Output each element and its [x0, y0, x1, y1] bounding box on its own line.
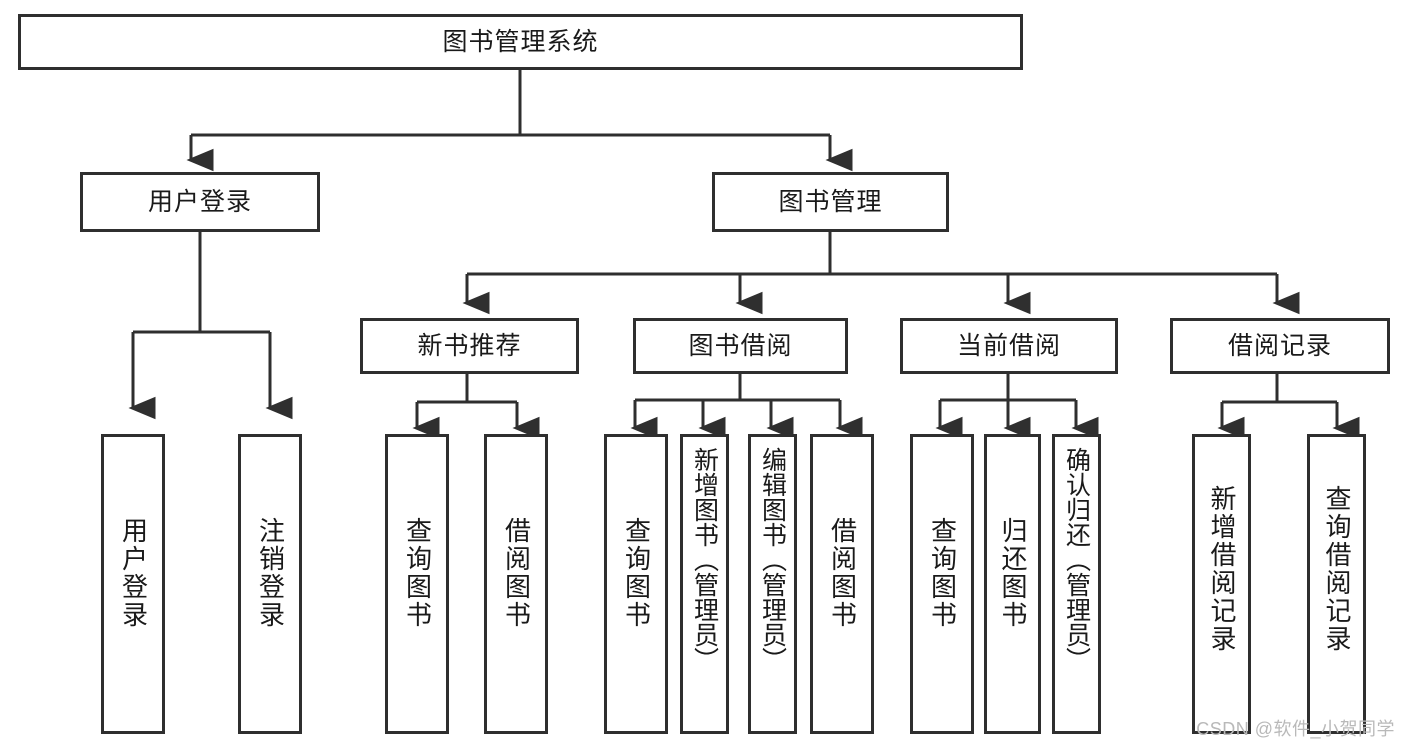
node-borrow-record[interactable]: 借阅记录 [1170, 318, 1390, 374]
node-current-borrow[interactable]: 当前借阅 [900, 318, 1118, 374]
leaf-user-login-login[interactable]: 用户登录 [101, 434, 165, 734]
node-book-management[interactable]: 图书管理 [712, 172, 949, 232]
leaf-book-borrow-add-book-admin[interactable]: 新增图书（管理员） [680, 434, 729, 734]
leaf-borrow-record-query-record[interactable]: 查询借阅记录 [1307, 434, 1366, 734]
leaf-new-book-query-book[interactable]: 查询图书 [385, 434, 449, 734]
node-label: 归还图书 [998, 517, 1029, 629]
leaf-borrow-record-add-record[interactable]: 新增借阅记录 [1192, 434, 1251, 734]
node-label: 编辑图书（管理员） [758, 447, 787, 672]
node-new-book-recommend[interactable]: 新书推荐 [360, 318, 579, 374]
leaf-current-borrow-return-book[interactable]: 归还图书 [984, 434, 1041, 734]
node-root-book-management-system[interactable]: 图书管理系统 [18, 14, 1023, 70]
node-label: 用户登录 [118, 517, 149, 629]
leaf-user-login-logout[interactable]: 注销登录 [238, 434, 302, 734]
node-label: 新增借阅记录 [1207, 485, 1238, 653]
node-label: 借阅图书 [501, 517, 532, 629]
watermark-text: CSDN @软件_小贺同学 [1196, 719, 1395, 739]
node-label: 图书借阅 [688, 331, 793, 360]
node-label: 查询借阅记录 [1322, 485, 1353, 653]
leaf-new-book-borrow-book[interactable]: 借阅图书 [484, 434, 548, 734]
node-label: 新增图书（管理员） [690, 447, 719, 672]
leaf-current-borrow-query-book[interactable]: 查询图书 [910, 434, 974, 734]
node-label: 图书管理系统 [442, 27, 599, 56]
node-label: 查询图书 [621, 517, 652, 629]
node-label: 查询图书 [927, 517, 958, 629]
node-label: 确认归还（管理员） [1062, 447, 1091, 672]
leaf-current-borrow-confirm-return-admin[interactable]: 确认归还（管理员） [1052, 434, 1101, 734]
node-label: 查询图书 [402, 517, 433, 629]
leaf-book-borrow-edit-book-admin[interactable]: 编辑图书（管理员） [748, 434, 797, 734]
node-label: 注销登录 [255, 517, 286, 629]
node-user-login[interactable]: 用户登录 [80, 172, 320, 232]
node-label: 借阅图书 [827, 517, 858, 629]
node-label: 新书推荐 [417, 331, 522, 360]
node-label: 借阅记录 [1227, 331, 1332, 360]
node-label: 当前借阅 [956, 331, 1061, 360]
node-label: 用户登录 [147, 187, 252, 216]
leaf-book-borrow-borrow-book[interactable]: 借阅图书 [810, 434, 874, 734]
node-label: 图书管理 [778, 187, 883, 216]
leaf-book-borrow-query-book[interactable]: 查询图书 [604, 434, 668, 734]
node-book-borrow[interactable]: 图书借阅 [633, 318, 848, 374]
